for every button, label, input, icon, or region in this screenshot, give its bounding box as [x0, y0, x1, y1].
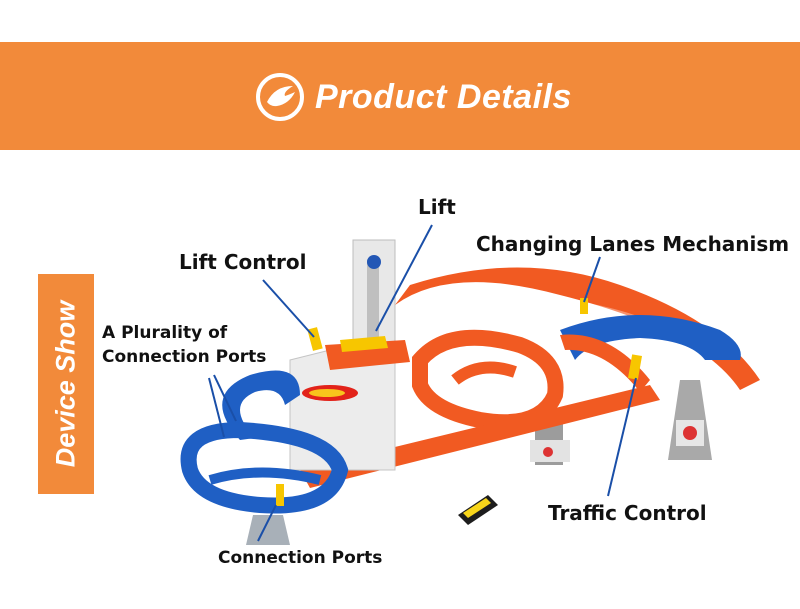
- toy-car: [458, 495, 498, 525]
- header-title-group: Product Details: [255, 72, 572, 122]
- callout-plurality-line1: A Plurality of: [102, 323, 228, 343]
- base-stand: [246, 515, 290, 545]
- callout-traffic-control: Traffic Control: [548, 501, 707, 525]
- flame-logo-icon: [256, 73, 304, 121]
- device-show-tab: Device Show: [38, 274, 94, 494]
- callout-leaders: [208, 224, 637, 542]
- callout-lift: Lift: [418, 195, 456, 219]
- control-lever: [580, 298, 588, 314]
- callout-connection-ports: Connection Ports: [218, 548, 383, 568]
- blue-track-upper: [560, 315, 741, 360]
- lift-platform: [325, 336, 410, 370]
- header-banner: Product Details: [0, 42, 800, 150]
- control-lever: [276, 484, 284, 506]
- page-title: Product Details: [315, 77, 572, 116]
- lift-control-leader: [262, 279, 315, 338]
- orange-track-spiral: [412, 329, 564, 431]
- changing-lanes-leader: [583, 256, 601, 303]
- traffic-control-leader: [607, 377, 637, 497]
- plurality-leader-b: [208, 377, 225, 438]
- plurality-leader-a: [213, 374, 237, 422]
- callout-lift-control: Lift Control: [179, 250, 307, 274]
- support-pillar: [668, 380, 712, 460]
- blue-track-lower: [180, 370, 349, 514]
- control-lever: [627, 354, 643, 380]
- callout-plurality-line2: Connection Ports: [102, 347, 267, 367]
- lift-leader: [375, 224, 433, 332]
- callout-changing-lanes: Changing Lanes Mechanism: [476, 232, 790, 256]
- connection-ports-leader: [257, 504, 277, 542]
